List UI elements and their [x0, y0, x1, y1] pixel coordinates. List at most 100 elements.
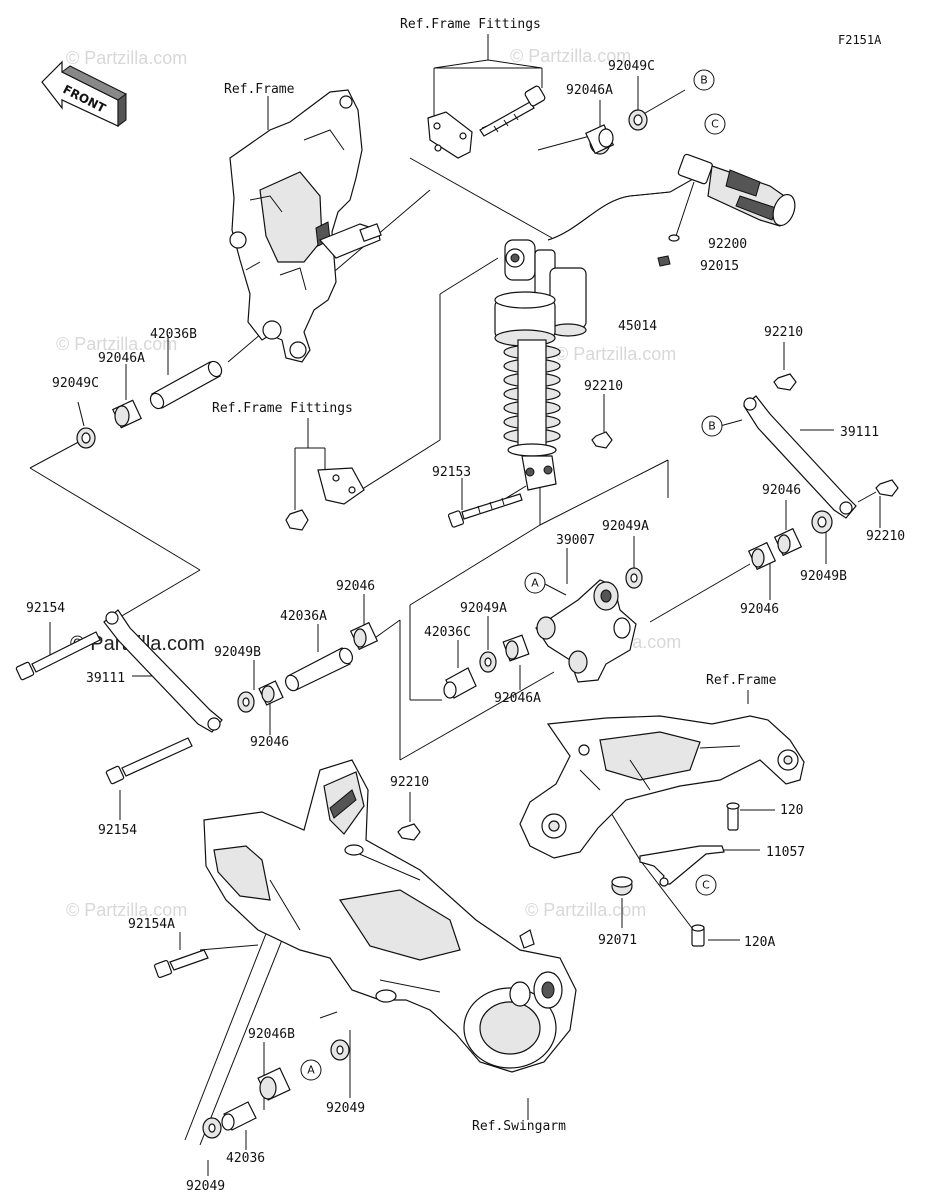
part-labels: 92049C 92046A 92200 92015 45014 42036B 9… [26, 59, 905, 1194]
bushing-92046A-mid [502, 634, 530, 662]
watermark: © Partzilla.com [510, 46, 631, 66]
collar-42036C [443, 667, 477, 699]
ref-swingarm: Ref.Swingarm [472, 1119, 566, 1134]
part-label[interactable]: 92046 [762, 483, 801, 498]
frame-fitting-top [427, 111, 473, 159]
collar-42036B [149, 360, 223, 410]
part-label[interactable]: 92210 [390, 775, 429, 790]
svg-text:A: A [531, 577, 539, 590]
bushing-92046A-left [112, 399, 142, 429]
frame-fitting-mid [285, 467, 365, 531]
collar-42036 [221, 1101, 257, 1131]
part-label[interactable]: 42036C [424, 625, 471, 640]
part-label[interactable]: 92046 [336, 579, 375, 594]
part-label[interactable]: 11057 [766, 845, 805, 860]
bushing-92046B [257, 1067, 291, 1101]
washer-92049A-mid [479, 651, 497, 673]
washer-92049B-right [811, 510, 833, 534]
watermark: © Partzilla.com [66, 48, 187, 68]
part-label[interactable]: 92046 [250, 735, 289, 750]
part-label[interactable]: 92046B [248, 1027, 295, 1042]
bushing-92046A-top [585, 124, 615, 155]
part-label[interactable]: 92049A [602, 519, 649, 534]
part-label[interactable]: 120 [780, 803, 803, 818]
link-39111-left [103, 609, 223, 733]
rocker-arm-39007 [535, 579, 637, 683]
part-label[interactable]: 39007 [556, 533, 595, 548]
washer-92049B-left [237, 691, 255, 713]
nut-92210-swingarm [397, 823, 421, 841]
part-label[interactable]: 92049 [186, 1179, 225, 1194]
bolt-92154-upper [15, 631, 101, 681]
bolt-120A [691, 924, 705, 947]
washer-92049C-top [628, 109, 648, 131]
part-label[interactable]: 92046A [98, 351, 145, 366]
part-label[interactable]: 92071 [598, 933, 637, 948]
callout-B-right: B [701, 415, 723, 437]
part-label[interactable]: 39111 [86, 671, 125, 686]
part-label[interactable]: 92200 [708, 237, 747, 252]
svg-text:C: C [702, 879, 710, 892]
part-label[interactable]: 92153 [432, 465, 471, 480]
svg-text:A: A [307, 1064, 315, 1077]
part-label[interactable]: 92210 [584, 379, 623, 394]
part-label[interactable]: 39111 [840, 425, 879, 440]
part-label[interactable]: 120A [744, 935, 775, 950]
watermark: © Partzilla.com [555, 344, 676, 364]
bushing-92046-right [747, 527, 803, 571]
part-label[interactable]: 92154 [26, 601, 65, 616]
callout-C-top: C [704, 113, 726, 135]
svg-text:B: B [708, 420, 716, 433]
bolt-top [479, 85, 546, 137]
frame-bracket [229, 89, 382, 363]
part-label[interactable]: 42036 [226, 1151, 265, 1166]
ref-frame-fittings-top: Ref.Frame Fittings [400, 17, 541, 32]
part-label[interactable]: 92210 [764, 325, 803, 340]
bolt-92154-lower [105, 737, 193, 785]
part-label[interactable]: 92046A [494, 691, 541, 706]
bolt-120 [726, 802, 740, 831]
front-arrow-icon: FRONT [41, 60, 127, 127]
shock-absorber [494, 239, 587, 491]
washer-92049C-left [76, 427, 96, 449]
svg-text:C: C [711, 118, 719, 131]
collar-42036A [284, 647, 354, 692]
frame-right [519, 715, 805, 859]
part-label[interactable]: 92046A [566, 83, 613, 98]
bushing-92046-upper-mid [349, 621, 379, 651]
part-label[interactable]: 92154A [128, 917, 175, 932]
ref-frame-right: Ref.Frame [706, 673, 777, 688]
callout-B-top: B [693, 69, 715, 91]
part-label[interactable]: 45014 [618, 319, 657, 334]
reservoir-assembly [547, 153, 796, 267]
bushing-92071 [611, 876, 633, 896]
part-label[interactable]: 92049B [214, 645, 261, 660]
callout-A-rocker: A [524, 572, 546, 594]
watermarks: © Partzilla.com © Partzilla.com © Partzi… [56, 46, 681, 920]
part-label[interactable]: 92210 [866, 529, 905, 544]
link-39111-right [743, 373, 899, 519]
watermark: © Partzilla.com [66, 900, 187, 920]
watermark: © Partzilla.com [56, 334, 177, 354]
washer-92049A-right [625, 567, 643, 589]
svg-text:B: B [700, 74, 708, 87]
part-label[interactable]: 92046 [740, 602, 779, 617]
callout-A-swingarm: A [300, 1059, 322, 1081]
bolt-92154A [153, 949, 209, 979]
washer-92049-upper [330, 1039, 350, 1061]
part-label[interactable]: 42036A [280, 609, 327, 624]
part-label[interactable]: 92015 [700, 259, 739, 274]
watermark: © Partzilla.com [525, 900, 646, 920]
part-label[interactable]: 92049A [460, 601, 507, 616]
washer-92049-lower [202, 1117, 222, 1139]
part-label[interactable]: 42036B [150, 327, 197, 342]
part-label[interactable]: 92049B [800, 569, 847, 584]
part-label[interactable]: 92049 [326, 1101, 365, 1116]
part-label[interactable]: 92154 [98, 823, 137, 838]
bushing-92046-lower-mid [258, 680, 284, 706]
ref-frame-top: Ref.Frame [224, 82, 295, 97]
part-label[interactable]: 92049C [52, 376, 99, 391]
ref-frame-fittings-mid: Ref.Frame Fittings [212, 401, 353, 416]
part-label[interactable]: 92049C [608, 59, 655, 74]
